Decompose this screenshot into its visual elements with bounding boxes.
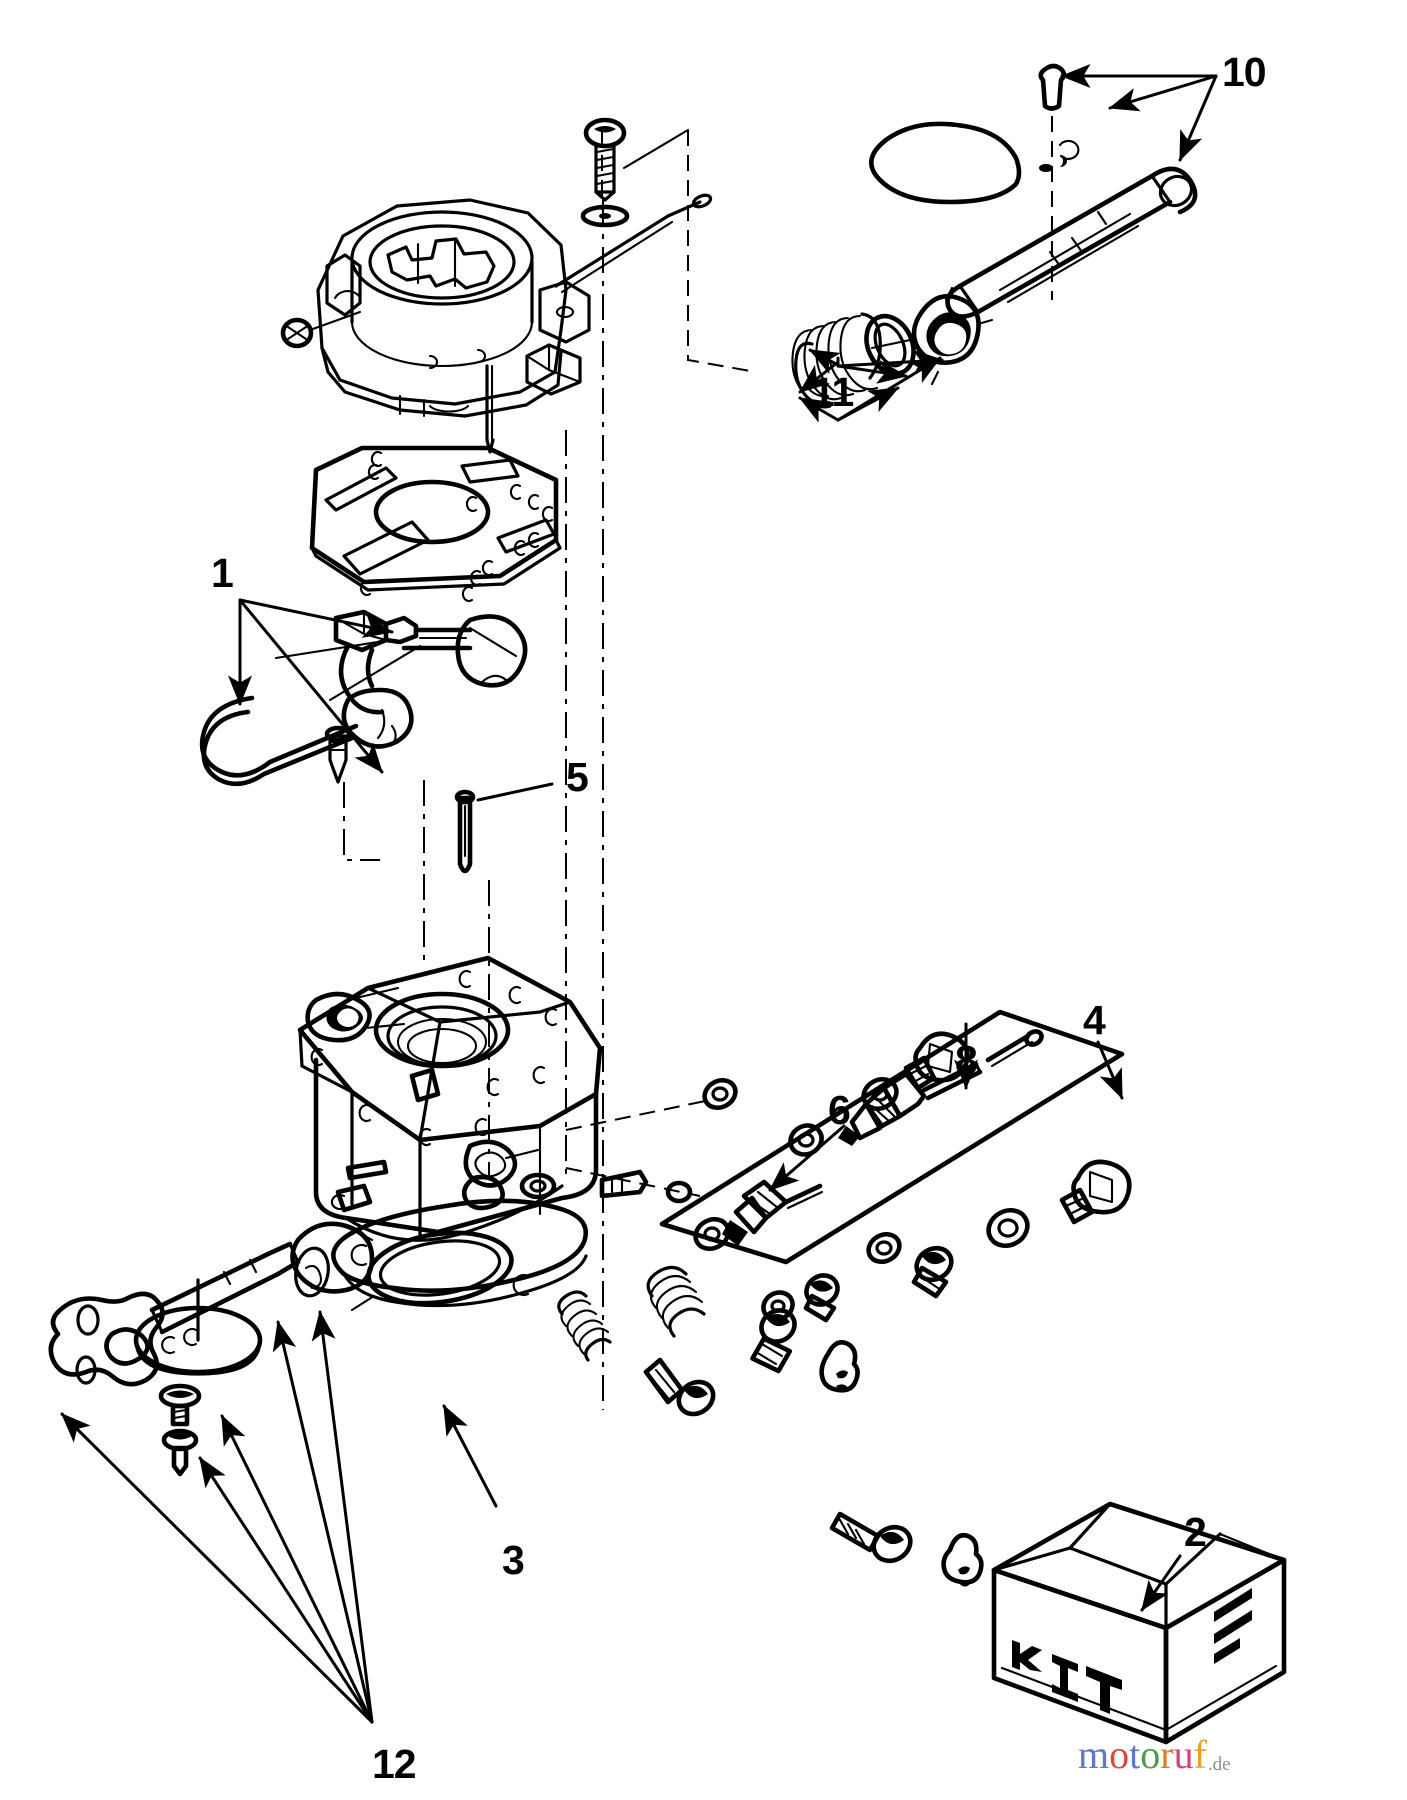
upper-carburetor-body — [316, 198, 591, 418]
lower-carburetor-body — [297, 955, 603, 1242]
choke-screw — [158, 1383, 202, 1477]
float-assembly — [199, 609, 528, 787]
tray-part-washer-c — [761, 1290, 795, 1322]
throttle-shaft-lever — [945, 166, 1198, 319]
bowl-projection-lines — [565, 1099, 711, 1197]
callout-label-6: 6 — [828, 1087, 851, 1133]
bowl-plug-parts — [519, 1169, 693, 1204]
small-kit-screw — [829, 1511, 913, 1564]
callout-label-3: 3 — [502, 1537, 525, 1583]
wm-letter-o2: o — [1140, 1732, 1161, 1777]
throttle-body-screw — [583, 117, 627, 202]
callout-label-12: 12 — [372, 1741, 417, 1787]
adjust-screw-washer — [693, 1216, 731, 1252]
body-gasket — [309, 445, 562, 603]
large-spring — [646, 1265, 706, 1338]
callout-label-2: 2 — [1184, 1509, 1207, 1555]
callout-10-leaders — [1060, 64, 1218, 162]
float-axis — [343, 782, 380, 861]
high-speed-adjust-screw — [722, 1124, 846, 1246]
choke-lever-plate — [48, 1291, 165, 1387]
wm-letter-r: r — [1160, 1732, 1174, 1777]
main-jet-needle — [485, 364, 495, 454]
motoruf-watermark: motoruf.de — [1078, 1735, 1231, 1775]
idle-adjust-nut — [911, 286, 994, 386]
throttle-link-rod — [554, 193, 713, 294]
callout-label-5: 5 — [566, 754, 589, 800]
intake-gasket — [331, 1198, 589, 1508]
tray-part-washer-d — [702, 1077, 738, 1111]
choke-plate — [133, 1278, 263, 1376]
repair-kit-parts-tray — [659, 1009, 1132, 1323]
wm-letter-o1: o — [1109, 1732, 1130, 1777]
callout-1-leaders — [228, 598, 422, 774]
axis-bracket — [622, 128, 757, 373]
wm-letter-f: f — [1193, 1732, 1207, 1777]
kit-box-label — [1012, 1640, 1122, 1714]
wm-letter-m: m — [1078, 1732, 1110, 1777]
kit-box-stripes — [1214, 1588, 1252, 1664]
tray-part-screw-b — [803, 1273, 840, 1323]
wm-suffix: .de — [1207, 1754, 1231, 1775]
small-spring — [557, 1290, 612, 1362]
callout-label-1: 1 — [211, 550, 234, 596]
callout-11-leaders-b — [798, 356, 942, 423]
choke-shaft — [149, 1241, 301, 1335]
small-retainer-clip — [941, 1533, 984, 1587]
wm-letter-t: t — [1129, 1732, 1141, 1777]
throttle-plate — [869, 121, 1080, 205]
tray-part-hex-bolt — [1059, 1159, 1132, 1225]
throttle-body-washer — [580, 204, 630, 228]
retainer-clip — [819, 1340, 860, 1393]
wm-letter-u: u — [1173, 1732, 1194, 1777]
callout-label-10: 10 — [1222, 49, 1267, 95]
upper-body-jet — [280, 310, 362, 349]
tray-part-screw-a — [911, 1245, 954, 1299]
callout-4-leader — [1096, 1040, 1124, 1100]
idle-mixture-needle — [838, 1022, 1044, 1146]
springs-and-screws-group — [557, 1265, 984, 1587]
tray-part-washer-a — [986, 1207, 1030, 1249]
service-kit-box — [991, 1501, 1287, 1745]
callout-12-leaders — [60, 1310, 374, 1724]
tray-part-washer-b — [866, 1231, 902, 1265]
choke-bushing — [290, 1221, 376, 1312]
main-nozzle-pin — [454, 782, 554, 874]
bowl-screw-a — [750, 1308, 797, 1374]
callout-label-4: 4 — [1083, 997, 1106, 1043]
callout-label-11: 11 — [812, 369, 854, 415]
callout-label-8: 8 — [955, 1037, 978, 1083]
bowl-screw-b — [643, 1357, 716, 1417]
